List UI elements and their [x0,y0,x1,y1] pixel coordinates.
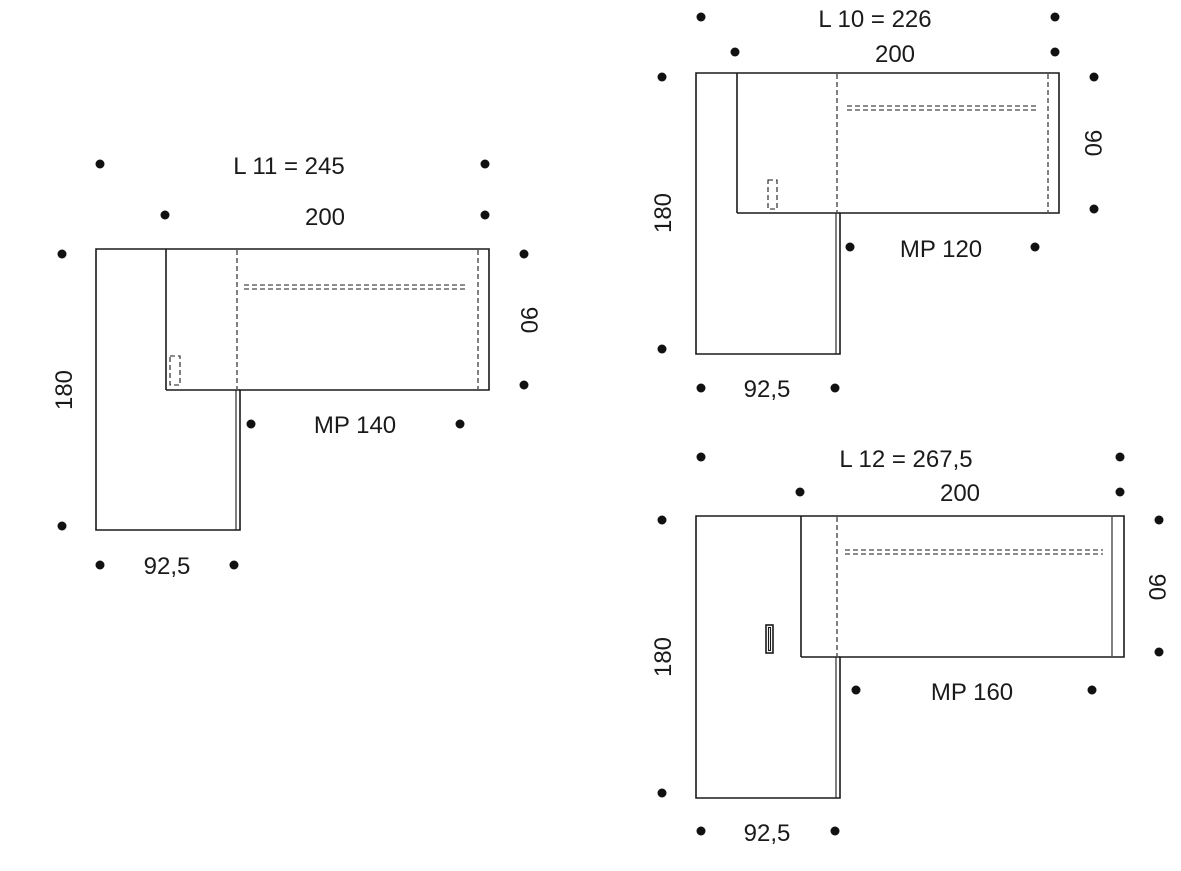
dimension-dot [1050,47,1060,57]
dimension-dot [519,380,529,390]
dimension-dot [95,560,105,570]
dimension-dot [696,12,706,22]
desk-outline [95,248,490,531]
dimension-dot [57,521,67,531]
cable-box-inner [767,626,772,652]
total-length-label: L 11 = 245 [233,153,344,180]
dimension-dot [1154,515,1164,525]
width-label: 200 [305,204,345,231]
dimension-dot [851,685,861,695]
dimension-dot [696,452,706,462]
dimension-dot [830,383,840,393]
modesty-panel-label: MP 120 [900,236,982,263]
dimension-dot [1089,72,1099,82]
desk-outline [695,515,1125,799]
depth-label: 90 [1079,130,1106,157]
depth-label: 90 [1143,574,1170,601]
dimension-dot [795,487,805,497]
return-label: 92,5 [744,820,791,847]
total-length-label: L 12 = 267,5 [839,446,972,473]
depth-label: 90 [515,307,542,334]
dimension-dot [1115,487,1125,497]
modesty-panel-label: MP 160 [931,679,1013,706]
dimension-dot [1030,242,1040,252]
dimension-dot [657,72,667,82]
dimension-dot [657,788,667,798]
dimension-dot [845,242,855,252]
dimension-dot [57,249,67,259]
dimension-dot [480,159,490,169]
width-label: 200 [875,41,915,68]
dimension-dot [1089,204,1099,214]
dimension-dot [1050,12,1060,22]
dimension-dot [95,159,105,169]
dimension-dot [657,515,667,525]
dimension-dot [1087,685,1097,695]
dimension-dot [1115,452,1125,462]
dimension-dot [229,560,239,570]
dimension-dot [455,419,465,429]
side-label: 180 [650,637,677,677]
side-label: 180 [51,370,78,410]
dimension-dot [519,249,529,259]
dimension-dot [246,419,256,429]
side-label: 180 [650,193,677,233]
modesty-panel-label: MP 140 [314,412,396,439]
return-label: 92,5 [744,376,791,403]
dimension-dot [1154,647,1164,657]
dimension-dot [730,47,740,57]
dimension-dot [696,826,706,836]
desk-l10: L 10 = 226 200 90 180 MP 120 92,5 [650,6,1106,403]
desk-l11: L 11 = 245 200 90 180 MP 140 92,5 [51,153,542,580]
cable-box [169,355,181,386]
dimension-dot [160,210,170,220]
dimension-dot [696,383,706,393]
dimension-dot [480,210,490,220]
return-label: 92,5 [144,553,191,580]
dimension-dot [830,826,840,836]
cable-box [765,624,774,654]
total-length-label: L 10 = 226 [818,6,931,33]
width-label: 200 [940,480,980,507]
cable-box [767,179,778,210]
dimension-dot [657,344,667,354]
desk-l12: L 12 = 267,5 200 90 180 MP 160 92,5 [650,446,1170,847]
